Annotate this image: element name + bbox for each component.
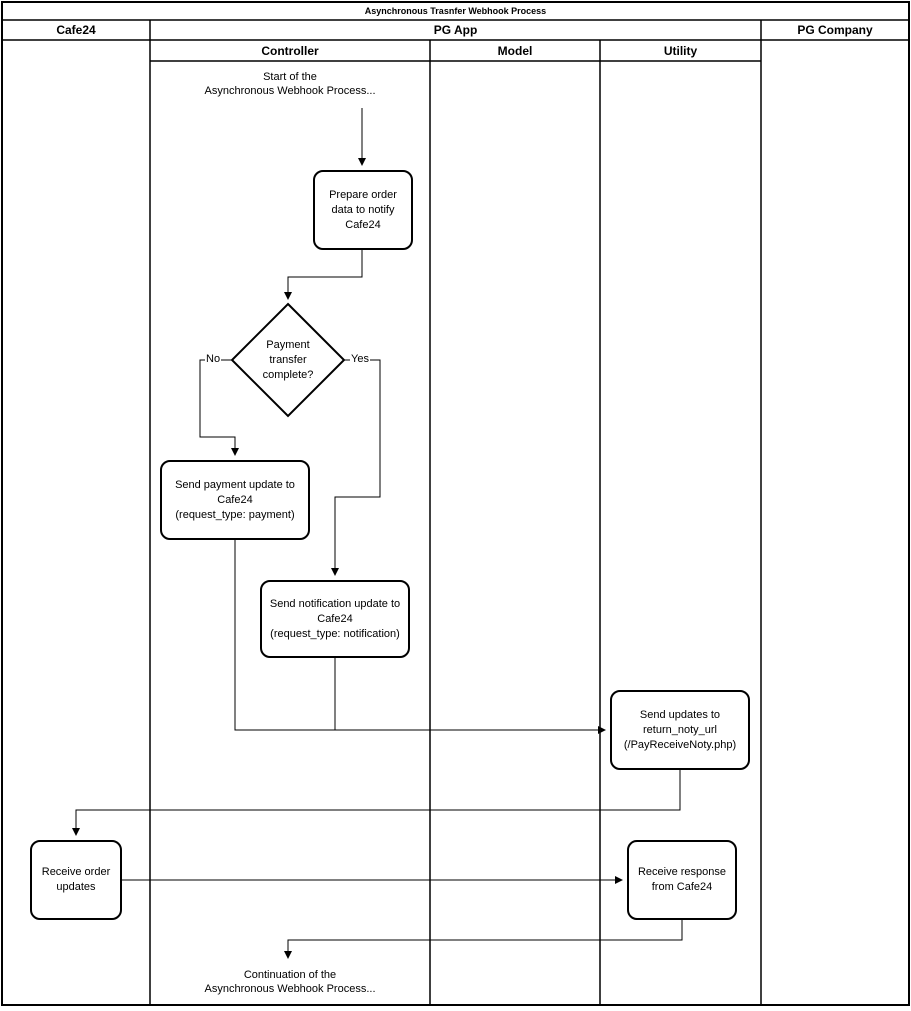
lane-header-cafe24: Cafe24 — [56, 23, 96, 37]
lane-header-pg-company: PG Company — [797, 23, 873, 37]
edge-sendupdates-to-receiveorder — [72, 770, 681, 836]
sublane-header-model: Model — [497, 43, 533, 58]
node-receive-response: Receive response from Cafe24 — [627, 840, 737, 920]
node-send-notification-update: Send notification update to Cafe24 (requ… — [260, 580, 410, 658]
sublane-header-controller: Controller — [261, 43, 319, 58]
node-send-payment-update: Send payment update to Cafe24 (request_t… — [160, 460, 310, 540]
decision-diamond-shape — [230, 302, 346, 418]
edge-decision-no — [199, 359, 239, 456]
lane-header-pg-app: PG App — [433, 23, 478, 37]
edge-decision-yes — [331, 359, 381, 576]
edge-label-yes: Yes — [350, 353, 370, 366]
node-receive-order-updates: Receive order updates — [30, 840, 122, 920]
node-prepare-order: Prepare order data to notify Cafe24 — [313, 170, 413, 250]
node-decision-label: Payment transfer complete? — [262, 338, 314, 381]
edge-prepare-to-decision — [284, 250, 363, 300]
diagram-title: Asynchronous Trasnfer Webhook Process — [364, 6, 547, 16]
edge-label-no: No — [205, 353, 222, 366]
end-annotation: Continuation of the Asynchronous Webhook… — [204, 969, 376, 995]
edge-receiveresponse-to-end — [284, 920, 683, 959]
sublane-header-utility: Utility — [663, 43, 698, 58]
node-send-updates-return-noty-url: Send updates to return_noty_url (/PayRec… — [610, 690, 750, 770]
start-annotation: Start of the Asynchronous Webhook Proces… — [204, 71, 376, 97]
edge-payment-to-sendupdates — [234, 540, 606, 734]
